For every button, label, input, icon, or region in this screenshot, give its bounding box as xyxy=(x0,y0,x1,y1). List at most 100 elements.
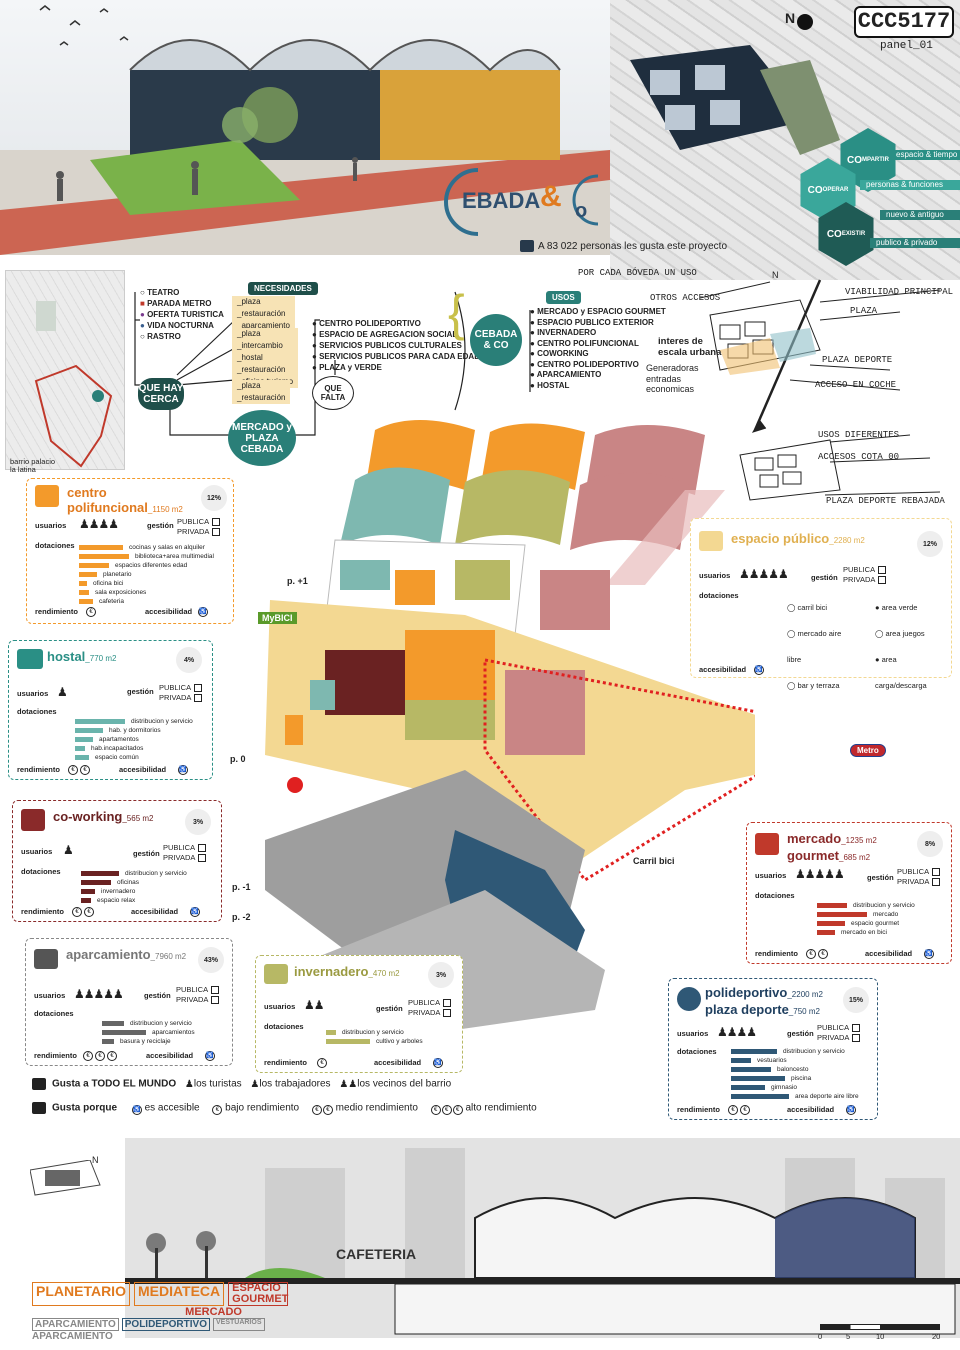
dotaciones-bars: distribucion y servicio oficinas inverna… xyxy=(81,869,187,905)
checkbox-privada[interactable] xyxy=(443,1009,452,1018)
pct-centro: 12% xyxy=(201,485,227,511)
co-band-2: nuevo & antiguo xyxy=(880,210,960,220)
coin-icon: € xyxy=(68,765,78,775)
sketch-note-boveda: POR CADA BÓVEDA UN USO xyxy=(578,268,697,278)
card-title-mercado: mercado xyxy=(787,831,842,846)
section-north: N xyxy=(92,1155,99,1165)
coin-icon: € xyxy=(818,949,828,959)
que-falta-list: ● CENTRO POLIDEPORTIVO ● ESPACIO DE AGRE… xyxy=(312,319,480,372)
nearby-item-rastro: ○ RASTRO xyxy=(140,332,181,341)
pct-coworking: 3% xyxy=(185,809,211,835)
person-icon: ♟ xyxy=(184,1078,194,1090)
sketch-note-plaza-rebajada: PLAZA DEPORTE REBAJADA xyxy=(826,496,945,506)
users-icon: ♟♟♟♟ xyxy=(79,517,119,531)
level-pm1: p. -1 xyxy=(232,882,251,892)
car-icon xyxy=(34,949,58,969)
accessibility-icon: ♿ xyxy=(433,1058,443,1068)
card-title-aparcamiento: aparcamiento xyxy=(66,947,151,962)
card-title-coworking: co-working xyxy=(53,809,123,824)
checkbox-publica[interactable] xyxy=(932,868,941,877)
checkbox-privada[interactable] xyxy=(194,694,203,703)
coin-icon: € xyxy=(311,1104,322,1115)
cebada-logo-icon xyxy=(444,168,599,236)
dotaciones-bars: distribucion y servicio vestuarios balon… xyxy=(731,1047,859,1101)
interes-note: interes de escala urbana xyxy=(658,336,722,358)
checkbox-publica[interactable] xyxy=(878,566,887,575)
checkbox-publica[interactable] xyxy=(852,1024,861,1033)
pct-invernadero: 3% xyxy=(428,962,454,988)
checkbox-privada[interactable] xyxy=(212,528,221,537)
sketch-note-accesos-cota: ACCESOS COTA 00 xyxy=(818,452,900,462)
checkbox-privada[interactable] xyxy=(878,576,887,585)
location-map-drawing xyxy=(34,301,113,468)
site-sketches xyxy=(699,279,941,501)
usos-tag: USOS xyxy=(546,291,581,304)
checkbox-privada[interactable] xyxy=(932,878,941,887)
checkbox-privada[interactable] xyxy=(211,996,220,1005)
checkbox-publica[interactable] xyxy=(443,999,452,1008)
coin-icon: € xyxy=(728,1105,738,1115)
legend-gusta: Gusta a TODO EL MUNDO ♟los turistas ♟los… xyxy=(32,1078,451,1090)
sketch-north: N xyxy=(772,270,779,280)
users-icon: ♟♟♟♟♟ xyxy=(739,567,789,581)
coin-icon: € xyxy=(80,765,90,775)
coin-icon: € xyxy=(740,1105,750,1115)
card-title-plaza-deporte: plaza deporte xyxy=(705,1002,789,1017)
market-rendering-illustration xyxy=(0,5,610,255)
sketch-note-acceso-coche: ACCESO EN COCHE xyxy=(815,380,897,390)
logo-text-ebada: EBADA xyxy=(462,188,541,213)
card-title-centro: centro polifuncional xyxy=(67,485,148,515)
card-coworking: co-working_565 m2 3% usuarios ♟ gestión … xyxy=(12,800,222,922)
card-title-invernadero: invernadero xyxy=(294,964,369,979)
tree-icon xyxy=(699,531,723,551)
mercado-plaza-bubble: MERCADO y PLAZA CEBADA xyxy=(228,410,296,466)
accessibility-icon: ♿ xyxy=(198,607,208,617)
card-hostal: hostal_770 m2 4% usuarios ♟ gestión PUBL… xyxy=(8,640,213,780)
level-p0: p. 0 xyxy=(230,754,246,764)
coin-icon: € xyxy=(107,1051,117,1061)
program-stack: PLANETARIO MEDIATECA ESPACIO GOURMET MER… xyxy=(32,1282,289,1342)
checkbox-privada[interactable] xyxy=(852,1034,861,1043)
nearby-item-teatro: ○ TEATRO xyxy=(140,288,180,297)
checkbox-publica[interactable] xyxy=(194,684,203,693)
coin-icon: € xyxy=(83,1051,93,1061)
dotaciones-bars: distribucion y servicio cultivo y arbole… xyxy=(326,1028,423,1046)
necesidades-group-1: _plaza _restauración _aparcamiento xyxy=(232,296,295,332)
checkbox-publica[interactable] xyxy=(198,844,207,853)
nearby-list: ○ TEATRO ■ PARADA METRO ● OFERTA TURISTI… xyxy=(140,287,224,342)
coin-icon: € xyxy=(322,1104,333,1115)
panel-label: panel_01 xyxy=(880,40,933,52)
carril-bici-label: Carril bici xyxy=(633,856,675,866)
person-icon: ♟ xyxy=(250,1078,260,1090)
accessibility-icon: ♿ xyxy=(131,1104,142,1115)
tree-icon: ● area verde xyxy=(875,603,918,612)
legend-porque: Gusta porque ♿ es accesible € bajo rendi… xyxy=(32,1102,537,1115)
checkbox-privada[interactable] xyxy=(198,854,207,863)
location-map xyxy=(5,270,125,470)
accessibility-icon: ♿ xyxy=(205,1051,215,1061)
checkbox-publica[interactable] xyxy=(212,518,221,527)
truck-icon: ● area carga/descarga xyxy=(875,655,927,690)
card-title-gourmet: gourmet xyxy=(787,848,839,863)
brace-left: { xyxy=(448,285,465,341)
dotaciones-bars: distribucion y servicio mercado espacio … xyxy=(817,901,915,937)
group-icon xyxy=(35,485,59,507)
like-icon xyxy=(520,240,534,252)
scale-20: 20 xyxy=(932,1332,941,1341)
likes-text: A 83 022 personas les gusta este proyect… xyxy=(538,241,728,252)
users-icon: ♟♟♟♟♟ xyxy=(74,987,124,1001)
card-centro-polifuncional: centro polifuncional_1150 m2 12% usuario… xyxy=(26,478,234,624)
card-aparcamiento: aparcamiento_7960 m2 43% usuarios ♟♟♟♟♟ … xyxy=(25,938,233,1066)
card-espacio-publico: espacio público_2280 m2 12% usuarios ♟♟♟… xyxy=(690,518,952,690)
thumbs-up-icon xyxy=(32,1078,46,1090)
users-icon: ♟ xyxy=(63,843,74,857)
users-icon: ♟♟ xyxy=(304,998,324,1012)
checkbox-publica[interactable] xyxy=(211,986,220,995)
accessibility-icon: ♿ xyxy=(754,665,764,675)
users-icon: ♟♟♟♟ xyxy=(717,1025,757,1039)
usos-list: ● MERCADO y ESPACIO GOURMET ● ESPACIO PU… xyxy=(530,307,666,390)
scale-bar xyxy=(820,1324,940,1330)
family-icon: ♟♟ xyxy=(339,1078,358,1090)
users-icon: ♟♟♟♟♟ xyxy=(795,867,845,881)
